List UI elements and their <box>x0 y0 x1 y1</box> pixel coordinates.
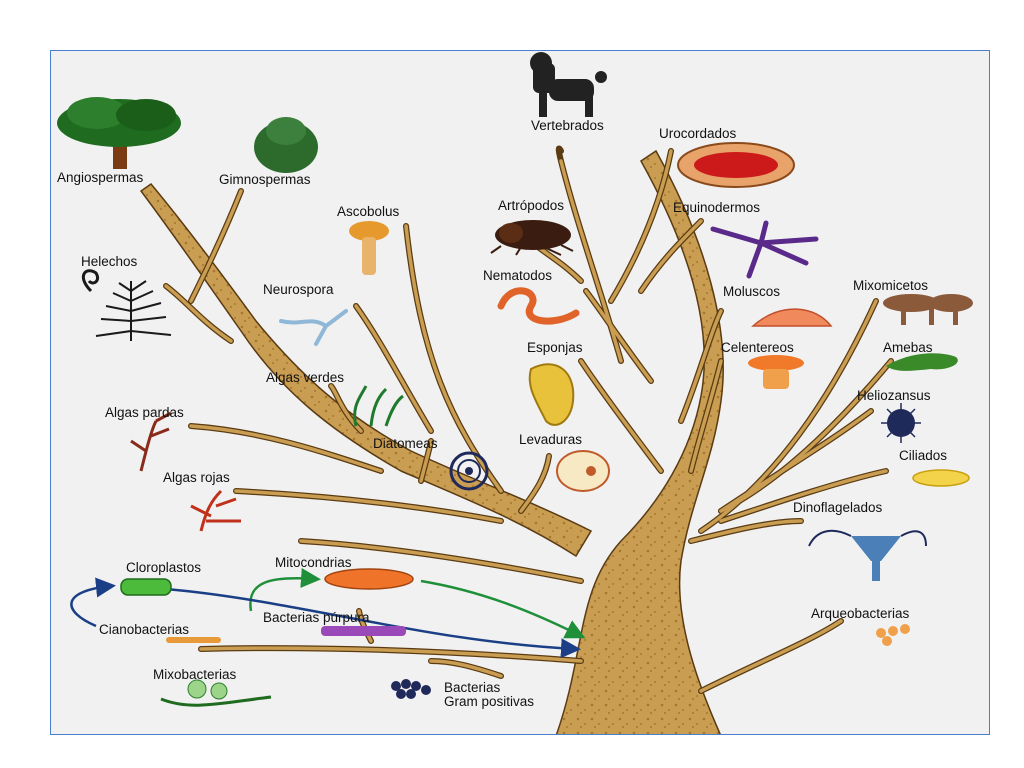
label-mixobacterias: Mixobacterias <box>153 667 237 682</box>
label-mitocondrias: Mitocondrias <box>275 555 352 570</box>
chloroplast-icon <box>120 578 172 596</box>
label-arqueobacterias: Arqueobacterias <box>811 606 910 621</box>
arrow-mitocondrias-trunk <box>420 579 586 639</box>
label-mixomicetos: Mixomicetos <box>853 278 929 293</box>
diagram-frame: Vertebrados Urocordados Angiospermas Gim… <box>50 50 990 735</box>
label-bacterias-purpura: Bacterias púrpura <box>263 610 370 625</box>
yeast-icon <box>556 450 610 492</box>
sponge-icon <box>528 363 575 426</box>
label-ascobolus: Ascobolus <box>337 204 400 219</box>
jellyfish-icon <box>748 355 804 389</box>
amoeba-icon <box>886 353 958 371</box>
label-algas-verdes: Algas verdes <box>266 370 345 385</box>
purple-bacteria-icon <box>321 626 406 636</box>
dinoflagellate-icon <box>808 529 927 581</box>
label-neurospora: Neurospora <box>263 282 334 297</box>
fern-icon <box>81 269 172 341</box>
label-celentereos: Celentereos <box>721 340 794 355</box>
neurospora-icon <box>279 309 348 346</box>
label-helechos: Helechos <box>81 254 138 269</box>
flea-icon <box>490 220 574 256</box>
mitochondria-icon <box>324 568 414 590</box>
arrow-bacterias-mitocondrias <box>249 568 321 612</box>
label-dinoflagelados: Dinoflagelados <box>793 500 883 515</box>
label-bacterias-gram-line1: Bacterias <box>444 680 501 695</box>
poodle-icon <box>530 52 607 117</box>
label-moluscos: Moluscos <box>723 284 781 299</box>
label-algas-pardas: Algas pardas <box>105 405 184 420</box>
label-cianobacterias: Cianobacterias <box>99 622 190 637</box>
heliozoan-icon <box>881 403 921 443</box>
conifer-icon <box>254 117 318 173</box>
label-bacterias-gram-line2: Gram positivas <box>444 694 535 709</box>
cyanobacteria-icon <box>166 637 221 643</box>
algae-green-icon <box>353 385 404 427</box>
worm-icon <box>497 287 580 325</box>
brown-algae-icon <box>130 411 172 472</box>
label-artropodos: Artrópodos <box>498 198 565 213</box>
mushroom-icon <box>349 221 389 275</box>
label-gimnospermas: Gimnospermas <box>219 172 311 187</box>
label-amebas: Amebas <box>883 340 933 355</box>
trunk <box>555 149 724 734</box>
label-esponjas: Esponjas <box>527 340 583 355</box>
label-equinodermos: Equinodermos <box>673 200 761 215</box>
label-heliozansus: Heliozansus <box>857 388 931 403</box>
slime-mold-icon <box>883 294 973 325</box>
red-algae-icon <box>190 489 241 532</box>
label-ciliados: Ciliados <box>899 448 948 463</box>
label-levaduras: Levaduras <box>519 432 583 447</box>
tree-of-life-svg <box>57 52 973 734</box>
archaea-icon <box>876 624 910 646</box>
endosymbiosis-arrows <box>70 568 586 659</box>
label-urocordados: Urocordados <box>659 126 737 141</box>
label-vertebrados: Vertebrados <box>531 118 604 133</box>
arrow-cloroplastos-trunk <box>165 587 581 659</box>
label-angiospermas: Angiospermas <box>57 170 144 185</box>
label-diatomeas: Diatomeas <box>373 436 438 451</box>
label-algas-rojas: Algas rojas <box>163 470 230 485</box>
label-cloroplastos: Cloroplastos <box>126 560 202 575</box>
tree <box>139 145 894 734</box>
starfish-icon <box>710 220 819 279</box>
left-limb <box>139 182 593 558</box>
mollusc-icon <box>751 308 833 327</box>
diatom-icon <box>449 451 489 491</box>
ciliate-icon <box>912 469 970 487</box>
myxobacteria-icon <box>160 679 272 707</box>
gram-positive-icon <box>391 679 431 699</box>
thin-branches-fill <box>164 149 893 693</box>
arrow-cianobacterias-cloroplastos <box>70 577 116 628</box>
tree-icon <box>57 97 181 169</box>
label-nematodos: Nematodos <box>483 268 553 283</box>
urocordado-icon <box>677 142 795 188</box>
